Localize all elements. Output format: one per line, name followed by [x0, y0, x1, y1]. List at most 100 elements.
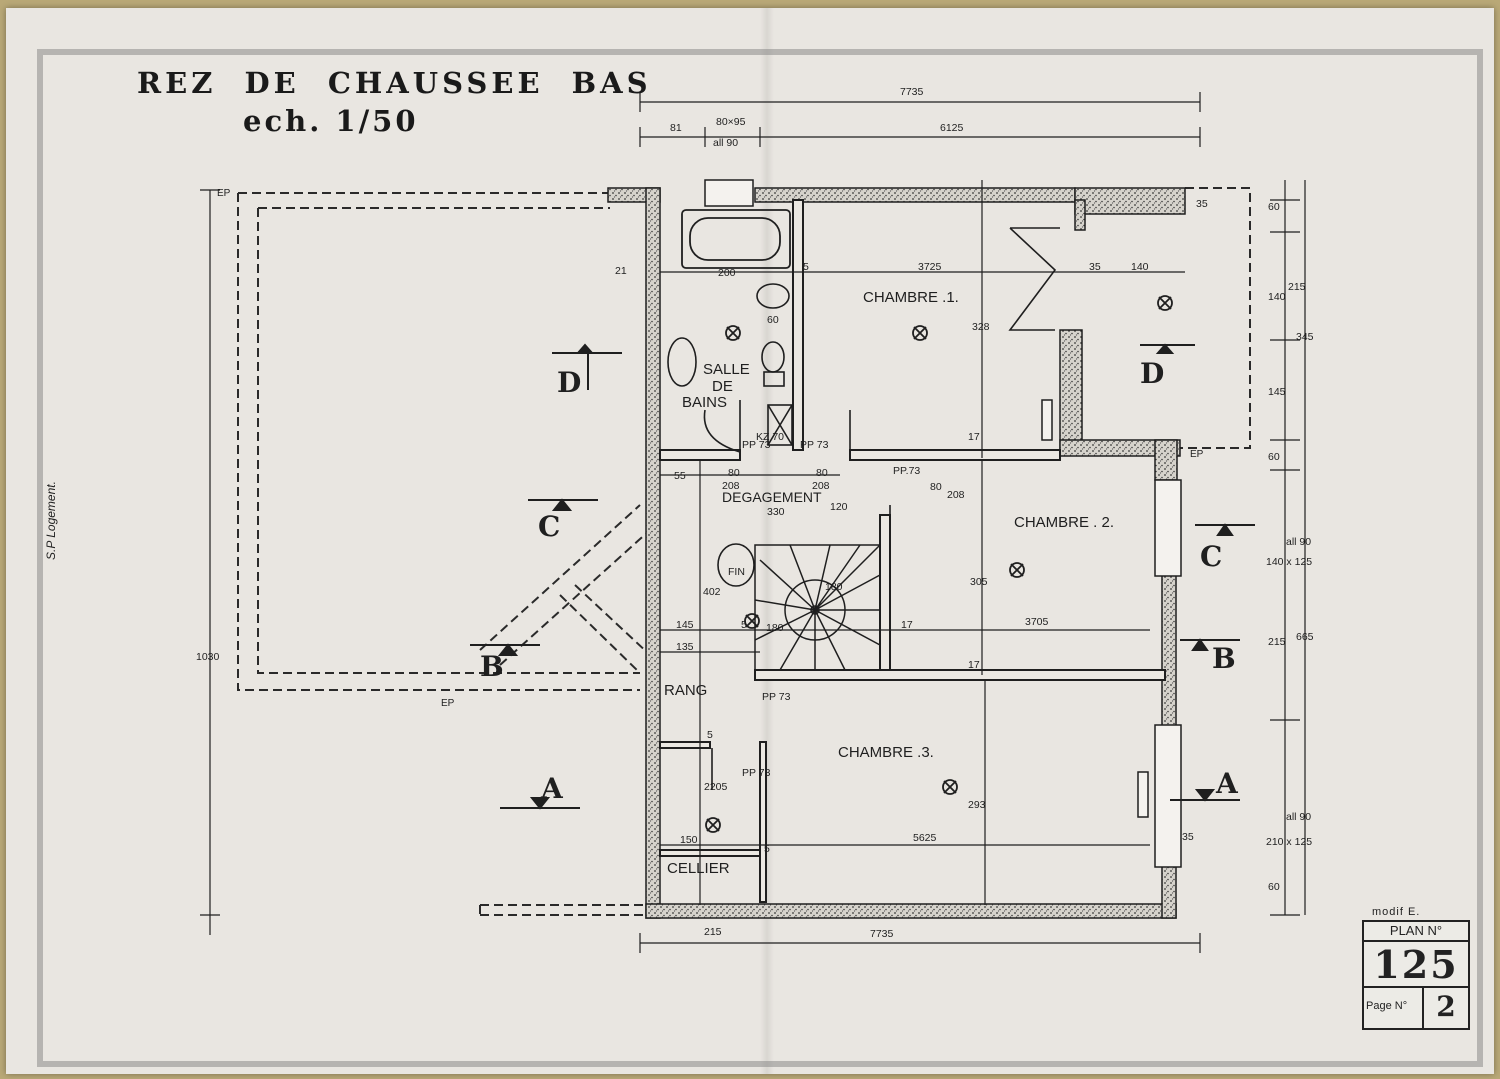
dim-35a: 35: [1089, 261, 1101, 273]
dim-r60a: 60: [1268, 201, 1280, 213]
ep-marker-1: EP: [217, 188, 231, 199]
section-label-a-left: A: [540, 772, 564, 805]
doors: [703, 227, 1060, 800]
dim-200: 200: [718, 267, 736, 279]
dim-35b: 35: [1182, 831, 1194, 843]
dim-5d: 5: [764, 843, 770, 855]
dim-r35: 35: [1196, 198, 1208, 210]
dim-3725: 3725: [918, 261, 942, 273]
room-label-chambre1: CHAMBRE .1.: [863, 289, 959, 306]
dim-top-total: 7735: [900, 86, 924, 98]
dim-293: 293: [968, 799, 986, 811]
dim-r665: 665: [1296, 631, 1314, 643]
pp73-label-a: PP 73: [742, 439, 771, 451]
bathtub: [681, 209, 791, 269]
spiral-staircase: [754, 544, 881, 671]
room-label-salle-2: DE: [712, 378, 733, 395]
dim-120: 120: [830, 501, 848, 513]
dimension-lines: [200, 92, 1306, 953]
dim-r215a: 215: [1288, 281, 1306, 293]
dim-17b: 17: [901, 619, 913, 631]
sheet-border: [37, 49, 1483, 1067]
ep-marker-3: EP: [1190, 449, 1204, 460]
dim-208b: 208: [812, 480, 830, 492]
section-marker-lines: [470, 343, 1255, 810]
dim-135: 135: [676, 641, 694, 653]
page-number-label: Page N°: [1366, 1000, 1408, 1012]
dim-402: 402: [703, 586, 721, 598]
dim-5a: 5: [803, 261, 809, 273]
dim-60a: 60: [767, 314, 779, 326]
dim-r-all1: all 90: [1286, 536, 1311, 548]
dim-r210x125: 210 x 125: [1266, 836, 1312, 848]
dim-r215b: 215: [1268, 636, 1286, 648]
dim-r140x125: 140 x 125: [1266, 556, 1312, 568]
dim-305: 305: [970, 576, 988, 588]
section-label-c-right: C: [1200, 540, 1222, 573]
page-separator: [1422, 988, 1424, 1028]
section-label-a-right: A: [1215, 767, 1239, 800]
dim-r140: 140: [1268, 291, 1286, 303]
dim-2205: 2205: [704, 781, 728, 793]
pp73-label-e: PP 73: [742, 767, 771, 779]
dim-140a: 140: [1131, 261, 1149, 273]
dim-r-all2: all 90: [1286, 811, 1311, 823]
dim-180b: 180: [825, 581, 843, 593]
dim-328: 328: [972, 321, 990, 333]
dim-208a: 208: [722, 480, 740, 492]
room-label-chambre3: CHAMBRE .3.: [838, 744, 934, 761]
pp73-label-c: PP.73: [893, 465, 920, 477]
room-label-chambre2: CHAMBRE . 2.: [1014, 514, 1114, 531]
dim-180a: 180: [766, 622, 784, 634]
meter-symbol: [717, 543, 755, 587]
modification-note: modif E.: [1372, 906, 1421, 918]
dim-5625: 5625: [913, 832, 937, 844]
dim-80b: 80: [816, 467, 828, 479]
page-row: Page N° 2: [1364, 986, 1468, 1028]
interior-walls: [659, 199, 1166, 903]
dim-21: 21: [615, 265, 627, 277]
dim-150: 150: [680, 834, 698, 846]
section-label-c-left: C: [538, 510, 560, 543]
dim-r60b: 60: [1268, 451, 1280, 463]
dim-215a: 215: [704, 926, 722, 938]
dim-55: 55: [674, 470, 686, 482]
pp73-label-b: PP 73: [800, 439, 829, 451]
room-label-cellier: CELLIER: [667, 860, 730, 877]
dim-left-1030: 1030: [196, 651, 220, 663]
section-label-b-right: B: [1212, 642, 1236, 675]
plan-title: REZ DE CHAUSSEE BAS: [137, 66, 652, 100]
dim-top-window: 80×95: [716, 116, 746, 128]
room-label-degagement: DEGAGEMENT: [722, 489, 822, 505]
dim-top-all: all 90: [713, 137, 738, 149]
room-label-rang: RANG: [664, 682, 707, 699]
light-fixtures: [705, 295, 1173, 833]
title-block: PLAN N° 125 Page N° 2: [1362, 920, 1470, 1030]
dim-r345: 345: [1296, 331, 1314, 343]
plan-number: 125: [1373, 942, 1459, 987]
annex-outline: [1180, 187, 1251, 449]
dim-top-6125: 6125: [940, 122, 964, 134]
windows: [704, 179, 1182, 868]
section-label-b-left: B: [480, 650, 504, 683]
dim-fin: FIN: [728, 566, 745, 578]
dim-5c: 5: [707, 729, 713, 741]
dim-208c: 208: [947, 489, 965, 501]
section-label-d-left: D: [557, 366, 581, 399]
plan-scale: ech. 1/50: [243, 104, 419, 138]
dim-top-81: 81: [670, 122, 682, 134]
room-label-salle-1: SALLE: [703, 361, 750, 378]
pp73-label-d: PP 73: [762, 691, 791, 703]
dim-17a: 17: [968, 431, 980, 443]
garage-outline: [237, 192, 651, 916]
room-label-salle-3: BAINS: [682, 394, 727, 411]
bathroom-fixtures: [667, 283, 793, 446]
kz70-label: KZ 70: [756, 431, 784, 443]
dim-3705: 3705: [1025, 616, 1049, 628]
dim-5b: 5: [741, 619, 747, 631]
dim-17c: 17: [968, 659, 980, 671]
dim-bottom-total: 7735: [870, 928, 894, 940]
plan-number-label: PLAN N°: [1364, 922, 1468, 942]
dim-r60c: 60: [1268, 881, 1280, 893]
